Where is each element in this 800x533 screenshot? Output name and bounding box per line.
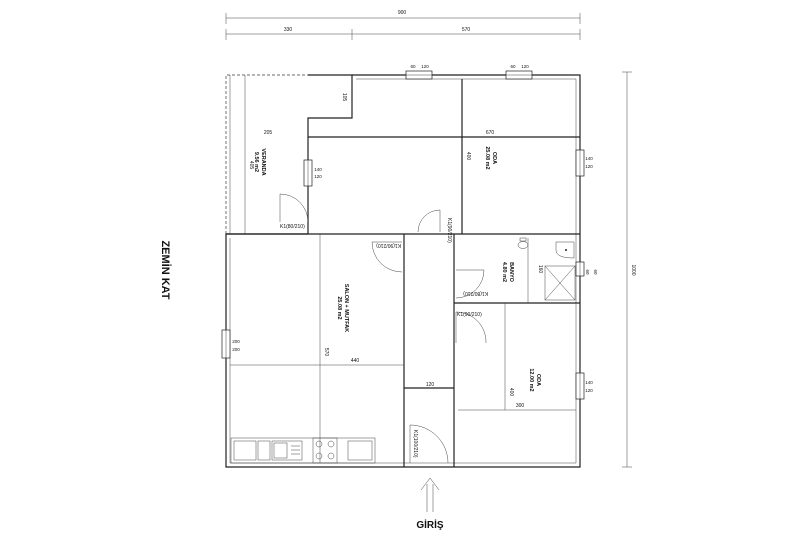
room-area: 12.00 m2 — [528, 368, 534, 391]
dim-salon-width: 440 — [351, 358, 360, 364]
window-oda-bottom — [575, 372, 585, 400]
door-label: K1(80/210) — [280, 224, 305, 230]
door-oda-bottom — [455, 311, 487, 344]
room-area: 25.08 m2 — [336, 296, 342, 319]
kitchen-counter — [230, 437, 376, 464]
dim-hall-width: 120 — [426, 382, 435, 388]
shower-tray-icon — [544, 265, 576, 301]
window-veranda — [303, 159, 313, 187]
window-salon — [221, 329, 231, 359]
entrance-arrow-icon — [420, 477, 440, 512]
room-name: BANYO — [508, 262, 514, 283]
room-banyo: BANYO 4.80 m2 — [501, 262, 514, 283]
dim-total-height: 1000 — [630, 264, 636, 275]
dim-oda-top-height: 400 — [465, 152, 471, 161]
door-banyo — [455, 269, 485, 299]
dimension-lines — [225, 13, 632, 468]
door-salon — [371, 241, 403, 273]
window-label: 60 — [585, 269, 590, 275]
window-label: 60 — [593, 269, 598, 275]
window-label: 120 — [585, 164, 593, 169]
room-veranda: VERANDA 9.56 m2 — [253, 148, 266, 175]
exterior-walls — [225, 74, 581, 468]
window-oda-top — [575, 149, 585, 177]
window-label: 60 — [410, 64, 416, 69]
sink-icon — [555, 241, 575, 259]
door-label: K1(100/210) — [412, 430, 418, 458]
room-name: ODA — [491, 152, 497, 164]
dim-notch: 105 — [341, 93, 347, 102]
dim-oda-top-width: 670 — [486, 130, 495, 136]
dim-right-width: 570 — [462, 27, 471, 33]
dim-veranda-height: 405 — [248, 161, 254, 170]
window-top-2 — [505, 70, 533, 80]
door-label: K1(80/210) — [463, 290, 488, 296]
door-entrance — [409, 424, 449, 464]
plan-title: ZEMİN KAT — [159, 240, 172, 299]
dim-oda-bottom-height: 400 — [508, 388, 514, 397]
veranda-outline — [225, 74, 308, 234]
room-name: SALON + MUTFAK — [343, 284, 349, 332]
room-area: 4.80 m2 — [501, 262, 507, 282]
window-top-1 — [405, 70, 433, 80]
window-label: 200 — [232, 347, 240, 352]
window-label: 120 — [314, 174, 322, 179]
interior-walls — [226, 79, 580, 467]
dim-banyo: 160 — [537, 265, 543, 274]
window-banyo — [575, 261, 585, 277]
toilet-icon — [517, 237, 529, 249]
entrance-label: GİRİŞ — [416, 518, 444, 531]
window-label: 200 — [232, 339, 240, 344]
room-oda-bottom: ODA 12.00 m2 — [528, 368, 541, 391]
dim-veranda-width: 205 — [264, 130, 273, 136]
dim-oda-bottom-width: 300 — [516, 403, 525, 409]
dim-left-width: 330 — [284, 27, 293, 33]
door-label: K1(90/210) — [446, 218, 452, 243]
window-label: 120 — [585, 388, 593, 393]
room-salon-mutfak: SALON + MUTFAK 25.08 m2 — [336, 284, 349, 332]
room-area: 9.56 m2 — [253, 152, 259, 172]
window-label: 140 — [585, 156, 593, 161]
dim-total-width: 900 — [398, 10, 407, 16]
room-area: 25.08 m2 — [484, 146, 490, 169]
door-veranda — [279, 193, 309, 223]
door-label: K1(90/210) — [376, 242, 401, 248]
window-label: 120 — [421, 64, 429, 69]
window-label: 140 — [314, 167, 322, 172]
sink-icon — [271, 440, 303, 461]
room-name: ODA — [535, 374, 541, 386]
room-oda-top: ODA 25.08 m2 — [484, 146, 497, 169]
door-oda-top — [417, 209, 441, 233]
door-label: K1(90/210) — [457, 312, 482, 318]
window-label: 60 — [510, 64, 516, 69]
window-label: 120 — [521, 64, 529, 69]
dim-salon-height: 570 — [323, 348, 329, 357]
stove-icon — [312, 437, 338, 464]
window-label: 140 — [585, 380, 593, 385]
room-name: VERANDA — [260, 148, 266, 175]
